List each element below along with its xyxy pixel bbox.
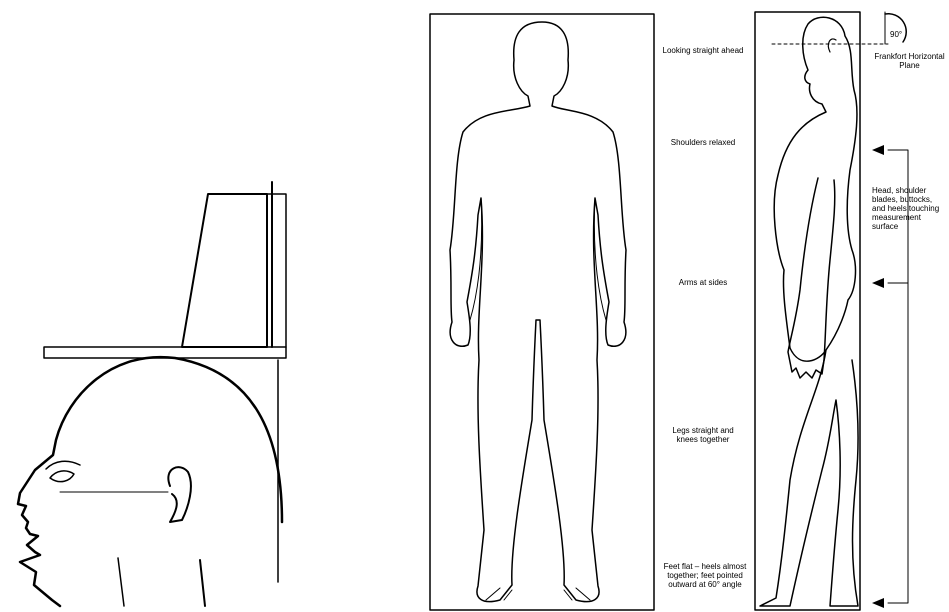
front-view-frame [430,14,654,610]
label-feet-flat: Feet flat – heels almost together; feet … [660,562,750,589]
label-frankfort-horizontal-plane: Frankfort Horizontal Plane [870,52,949,70]
headboard-side-bar [267,194,286,347]
side-view-panel [755,12,908,610]
arrow-icon [872,145,884,155]
label-arms-at-sides: Arms at sides [662,278,744,287]
front-view-arm-gaps [470,198,606,320]
neck-back [200,560,205,606]
arrow-icon [872,598,884,608]
ear-icon [168,467,191,522]
label-looking-straight-ahead: Looking straight ahead [662,46,744,55]
label-legs-straight: Legs straight and knees together [664,426,742,444]
front-view-body-outline [450,22,626,602]
label-shoulders-relaxed: Shoulders relaxed [656,138,750,147]
label-contact-points: Head, shoulder blades, buttocks, and hee… [872,186,944,231]
ear-icon-side [828,39,836,52]
side-view-frame [755,12,860,610]
front-view-panel [430,14,654,610]
side-view-body-outline [760,17,858,606]
headboard-wedge [182,194,267,347]
eye-icon [46,461,80,481]
neck-front [118,558,124,606]
label-angle-90: 90° [890,30,920,39]
stadiometer-head-illustration [18,182,286,606]
arrow-icon [872,278,884,288]
